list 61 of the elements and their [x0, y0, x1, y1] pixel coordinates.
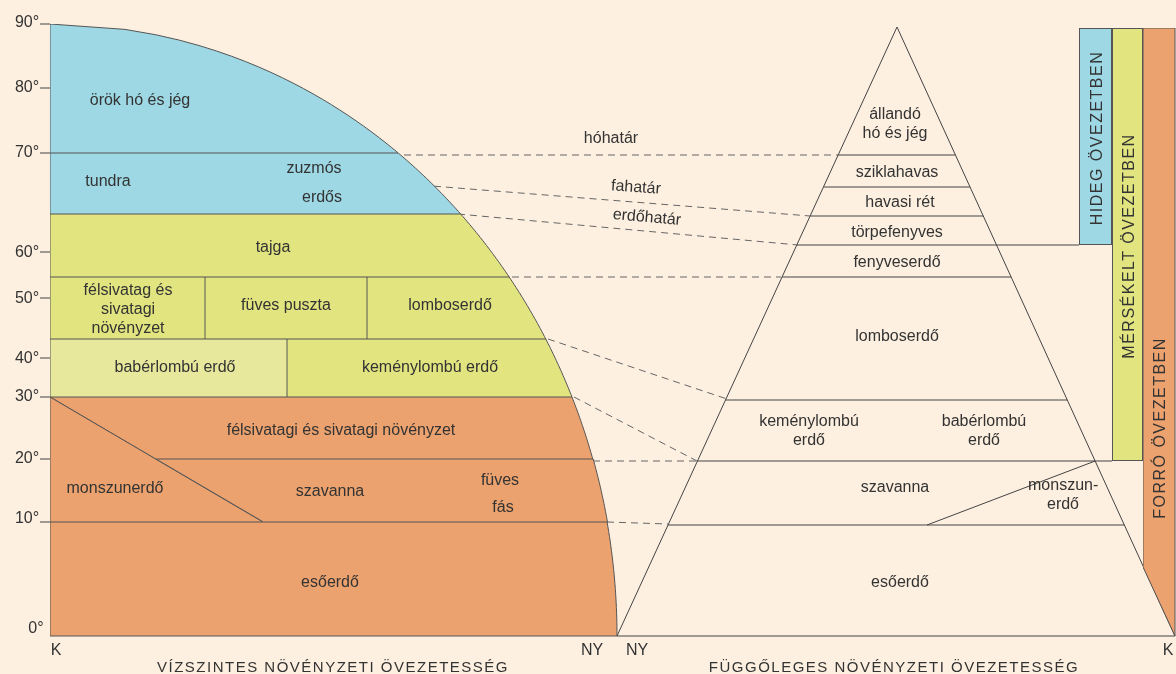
diagram-label: K	[1162, 641, 1174, 659]
zone-label: esőerdő	[871, 571, 929, 591]
axis-title: FÜGGŐLEGES NÖVÉNYZETI ÖVEZETESSÉG	[708, 657, 1080, 674]
zone-label: félsivatagi és sivatagi növényzet	[226, 419, 456, 439]
zone-label: lomboserdő	[855, 325, 939, 345]
diagram-label: NY	[580, 641, 604, 659]
zone-label: tajga	[255, 236, 291, 256]
vegetation-zone	[205, 277, 367, 339]
vegetation-zone	[50, 153, 461, 214]
vegetation-zone	[50, 24, 399, 153]
zone-label: tundra	[85, 170, 131, 190]
diagram-label: hóhatár	[583, 129, 639, 147]
zone-label: lomboserdő	[408, 294, 492, 314]
diagram-label: fás	[492, 498, 514, 516]
diagram-label: füves	[480, 471, 520, 489]
diagram-label: 70°	[14, 143, 40, 161]
diagram-label: 10°	[14, 509, 40, 527]
diagram-label: erdőhatár	[612, 205, 682, 229]
zone-label: babérlombú erdő	[940, 411, 1028, 449]
vegetation-zone	[50, 397, 593, 459]
vegetation-zone	[50, 277, 205, 339]
zone-label: szavanna	[295, 480, 365, 500]
zone-name: HIDEG ÖVEZETBEN	[1087, 50, 1106, 225]
vegetation-zone	[287, 339, 572, 397]
vegetation-zone	[50, 339, 287, 397]
zone-label: törpefenyves	[851, 221, 943, 241]
diagram-label: 0°	[28, 619, 44, 637]
climate-zone-bar	[1079, 28, 1112, 245]
diagram-label: 30°	[14, 387, 40, 405]
diagram-label: 50°	[14, 289, 40, 307]
zone-label: állandó hó és jég	[861, 104, 929, 142]
zone-label: havasi rét	[865, 191, 935, 211]
zone-label: félsivatag és sivatagi növényzet	[82, 279, 174, 337]
zone-label: fenyveserdő	[853, 251, 941, 271]
zone-label: monszunerdő	[66, 477, 164, 497]
diagram-label: 90°	[14, 13, 40, 31]
diagram-label: erdős	[302, 188, 342, 206]
zone-label: esőerdő	[301, 571, 359, 591]
zone-label: örök hó és jég	[89, 89, 191, 109]
zone-label: babérlombú erdő	[114, 356, 236, 376]
climate-zone-bar	[1143, 28, 1175, 636]
zone-label: sziklahavas	[855, 161, 939, 181]
diagram-label: 40°	[14, 349, 40, 367]
diagram-label: NY	[625, 641, 649, 659]
zone-name: MÉRSÉKELT ÖVEZETBEN	[1119, 132, 1138, 359]
climate-zone-bar	[1112, 28, 1143, 461]
zone-label: füves puszta	[241, 294, 331, 314]
vegetation-zone	[367, 277, 546, 339]
axis-title: VÍZSZINTES NÖVÉNYZETI ÖVEZETESSÉG	[156, 657, 510, 674]
zone-name: FORRÓ ÖVEZETBEN	[1151, 337, 1169, 519]
zone-label: monszun-erdő	[1028, 475, 1098, 513]
zone-label: keménylombú erdő	[758, 411, 860, 449]
diagram-label: 80°	[14, 78, 40, 96]
diagram-label: zuzmós	[286, 159, 342, 177]
diagram-label: 20°	[14, 449, 40, 467]
zone-label: keménylombú erdő	[361, 356, 499, 376]
diagram-label: 60°	[14, 243, 40, 261]
zone-label: szavanna	[860, 476, 930, 496]
vegetation-zone	[50, 214, 510, 277]
diagram-label: fahatár	[610, 176, 662, 198]
diagram-label: K	[50, 641, 62, 659]
